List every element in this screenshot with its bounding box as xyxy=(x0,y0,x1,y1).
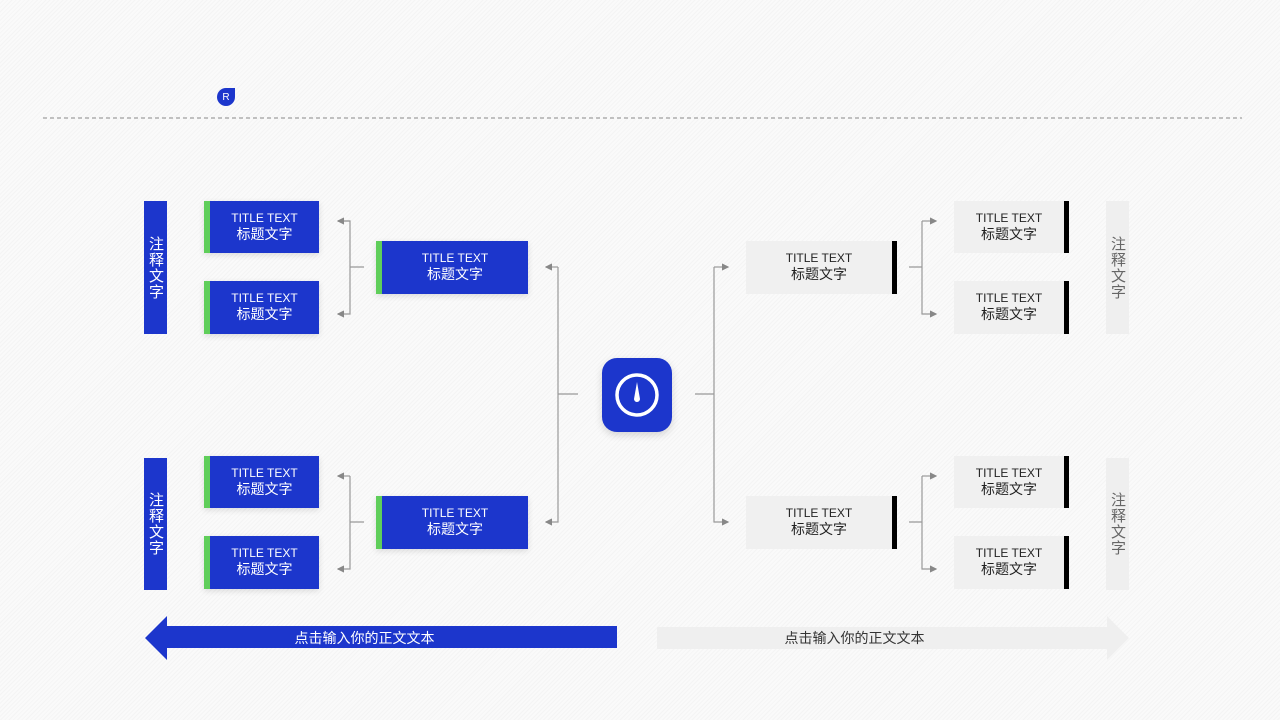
logo-text: R xyxy=(222,91,230,103)
bracket-center-left xyxy=(546,267,578,522)
left-arrow-text: 点击输入你的正文文本 xyxy=(294,630,435,646)
note-text: 注释文字 xyxy=(147,492,164,556)
title-en: TITLE TEXT xyxy=(231,291,298,306)
left-note-top: 注释文字 xyxy=(144,201,167,334)
left-arrow-shape xyxy=(145,616,617,660)
title-cn: 标题文字 xyxy=(981,306,1037,323)
gauge-icon xyxy=(615,373,659,417)
bracket-left-top xyxy=(338,220,364,314)
title-cn: 标题文字 xyxy=(981,225,1037,242)
title-en: TITLE TEXT xyxy=(231,465,298,480)
title-en: TITLE TEXT xyxy=(975,210,1043,225)
title-en: TITLE TEXT xyxy=(785,251,853,266)
title-cn: 标题文字 xyxy=(427,266,483,283)
title-en: TITLE TEXT xyxy=(975,291,1043,306)
title-cn: 标题文字 xyxy=(981,561,1037,578)
center-gauge-tile xyxy=(602,358,672,432)
title-cn: 标题文字 xyxy=(981,480,1037,497)
title-en: TITLE TEXT xyxy=(231,210,298,225)
title-cn: 标题文字 xyxy=(236,306,293,323)
title-en: TITLE TEXT xyxy=(421,506,489,521)
bracket-right-bottom xyxy=(909,476,936,569)
note-text: 注释文字 xyxy=(1109,492,1126,556)
left-note-bottom: 注释文字 xyxy=(144,458,167,590)
right-note-top: 注释文字 xyxy=(1106,201,1129,334)
title-cn: 标题文字 xyxy=(236,225,293,242)
title-en: TITLE TEXT xyxy=(785,506,853,521)
title-cn: 标题文字 xyxy=(236,561,293,578)
right-arrow-shape xyxy=(657,616,1129,660)
title-en: TITLE TEXT xyxy=(231,546,298,561)
right-arrow-text: 点击输入你的正文文本 xyxy=(784,630,925,646)
note-text: 注释文字 xyxy=(147,235,164,300)
title-en: TITLE TEXT xyxy=(421,251,489,266)
title-cn: 标题文字 xyxy=(791,266,847,283)
bracket-center-right xyxy=(695,267,728,522)
title-cn: 标题文字 xyxy=(236,480,293,497)
right-note-bottom: 注释文字 xyxy=(1106,458,1129,590)
bracket-left-bottom xyxy=(338,476,364,569)
note-text: 注释文字 xyxy=(1109,235,1126,300)
title-en: TITLE TEXT xyxy=(975,465,1043,480)
title-en: TITLE TEXT xyxy=(975,546,1043,561)
logo-badge: R xyxy=(217,88,235,106)
title-cn: 标题文字 xyxy=(791,521,847,538)
title-cn: 标题文字 xyxy=(427,521,483,538)
bracket-right-top xyxy=(909,221,936,314)
